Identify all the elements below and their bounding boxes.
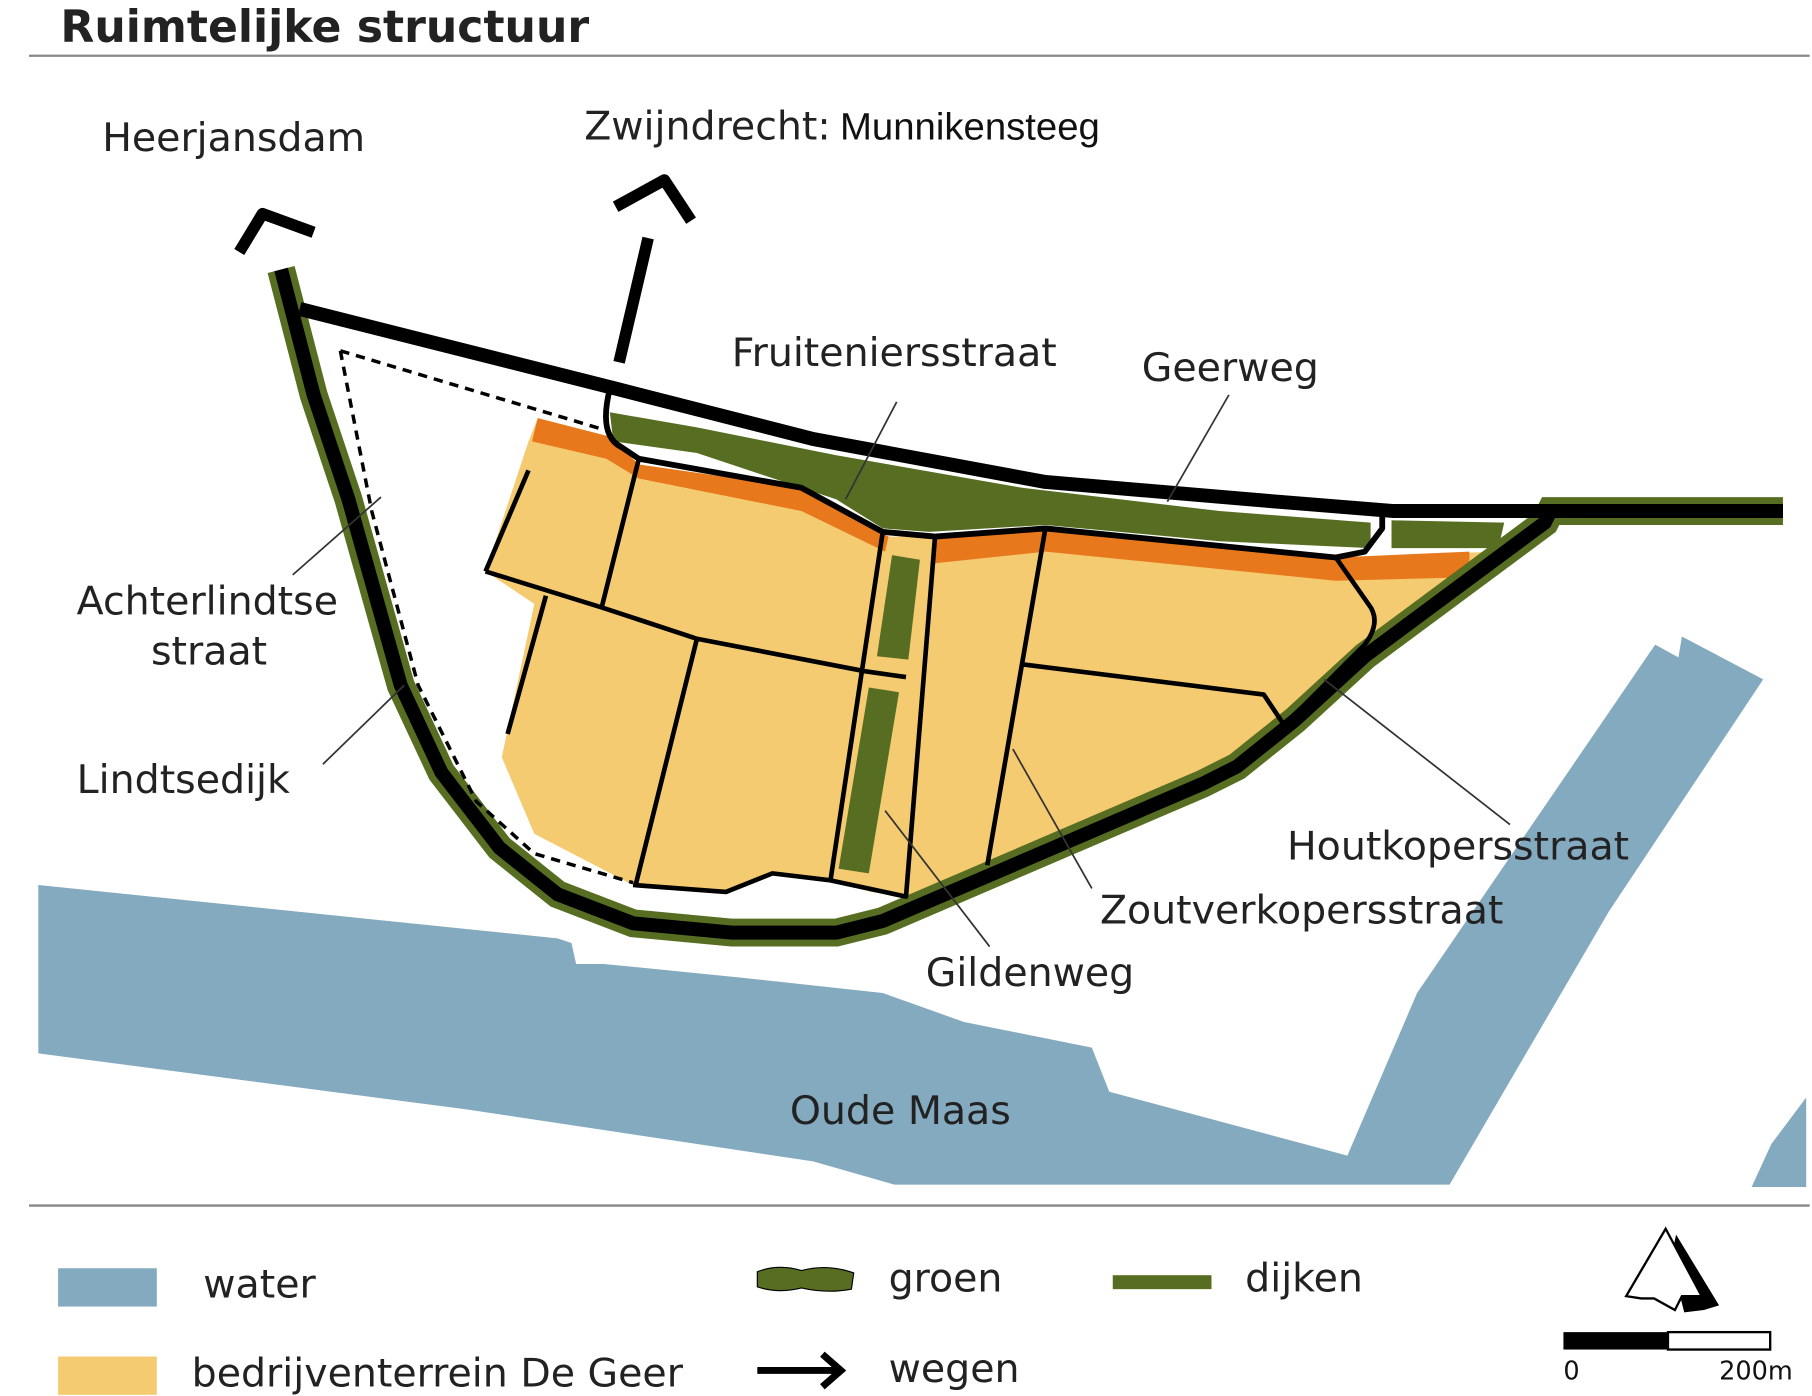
water-areas xyxy=(38,636,1807,1187)
map-title: Ruimtelijke structuur xyxy=(60,2,589,53)
legend-roads-label: wegen xyxy=(889,1346,1020,1392)
legend-green-label: groen xyxy=(889,1255,1003,1301)
label-zwijndrecht: Zwijndrecht:Munnikensteeg xyxy=(584,103,1100,149)
label-lindtsedijk: Lindtsedijk xyxy=(77,757,290,803)
label-achterlindtse-straat: straat xyxy=(151,628,267,674)
label-munnikensteeg: Munnikensteeg xyxy=(840,105,1100,148)
dikes xyxy=(267,265,1783,947)
bedrijventerrein xyxy=(485,418,1499,897)
label-oude-maas: Oude Maas xyxy=(790,1088,1011,1134)
oude-maas-water xyxy=(38,636,1764,1185)
legend-water-swatch xyxy=(58,1268,157,1307)
legend-green-swatch xyxy=(756,1266,855,1292)
water-right-corner xyxy=(1751,1097,1807,1187)
label-geerweg: Geerweg xyxy=(1142,345,1319,391)
label-zwijndrecht-prefix: Zwijndrecht: xyxy=(584,103,830,149)
legend-terrain-swatch xyxy=(58,1356,157,1395)
leader-lines xyxy=(292,394,1511,948)
legend-terrain-label: bedrijventerrein De Geer xyxy=(192,1351,684,1396)
legend-roads-swatch xyxy=(757,1351,847,1390)
green-strips xyxy=(609,412,1505,874)
label-heerjansdam: Heerjansdam xyxy=(102,115,365,161)
scale-bar: 0 200m xyxy=(1563,1330,1793,1387)
legend-water-label: water xyxy=(203,1261,316,1307)
legend: water bedrijventerrein De Geer groen weg… xyxy=(58,1255,1363,1396)
north-arrow-icon xyxy=(1624,1226,1720,1313)
legend-dikes-label: dijken xyxy=(1245,1255,1363,1301)
label-houtkopersstraat: Houtkopersstraat xyxy=(1287,823,1629,869)
plan-boundary xyxy=(338,349,634,885)
label-achterlindtse: Achterlindtse xyxy=(77,578,338,624)
label-zoutverkopersstraat: Zoutverkopersstraat xyxy=(1100,887,1503,933)
scale-end: 200m xyxy=(1719,1357,1793,1387)
legend-dikes-swatch xyxy=(1112,1275,1212,1290)
scale-start: 0 xyxy=(1563,1357,1579,1387)
label-fruiteniersstraat: Fruiteniersstraat xyxy=(732,330,1057,376)
roads xyxy=(234,174,1783,899)
label-gildenweg: Gildenweg xyxy=(926,950,1134,996)
